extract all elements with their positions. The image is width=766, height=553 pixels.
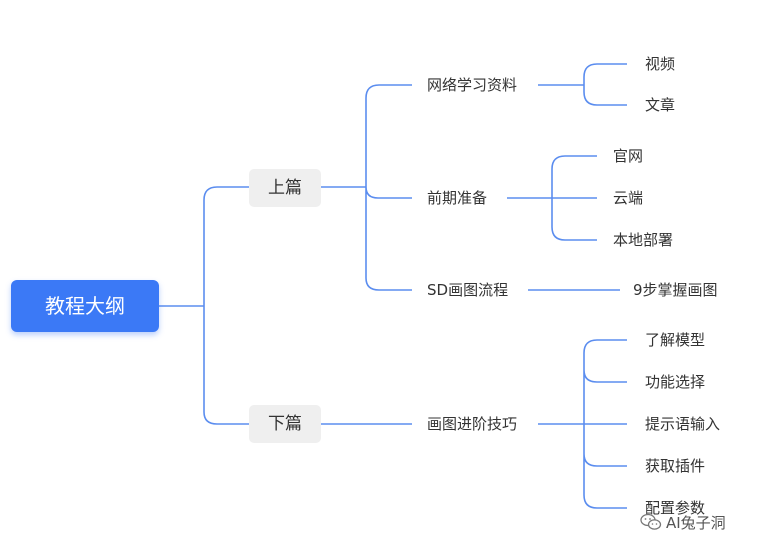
connector-web-materials [538,63,627,106]
leaf-node-local-deploy[interactable]: 本地部署 [613,231,674,249]
branch-node-part1[interactable]: 上篇 [249,169,321,207]
leaf-node-official-site[interactable]: 官网 [613,147,644,165]
leaf-node-articles[interactable]: 文章 [645,96,676,114]
leaf-node-functions[interactable]: 功能选择 [645,373,706,391]
leaf-node-prompts[interactable]: 提示语输入 [645,415,721,433]
wechat-icon [640,513,662,530]
connector-advanced-tips [538,339,627,509]
connector-up-to-topics [321,84,412,291]
topic-node-preparation[interactable]: 前期准备 [427,189,488,207]
topic-node-web-materials[interactable]: 网络学习资料 [427,76,518,94]
topic-node-advanced-tips[interactable]: 画图进阶技巧 [427,415,518,433]
leaf-node-models[interactable]: 了解模型 [645,331,706,349]
leaf-node-cloud[interactable]: 云端 [613,189,644,207]
watermark: AI兔子洞 [640,510,726,534]
root-node[interactable]: 教程大纲 [11,280,159,332]
watermark-text: AI兔子洞 [666,513,726,532]
connector-preparation [507,155,597,241]
leaf-node-plugins[interactable]: 获取插件 [645,457,706,475]
leaf-node-parameters[interactable]: 配置参数 [645,499,706,517]
branch-node-part2[interactable]: 下篇 [249,405,321,443]
leaf-node-video[interactable]: 视频 [645,55,676,73]
leaf-node-nine-steps[interactable]: 9步掌握画图 [633,281,718,299]
topic-node-sd-flow[interactable]: SD画图流程 [427,281,509,299]
connector-root-to-branches [159,186,249,425]
